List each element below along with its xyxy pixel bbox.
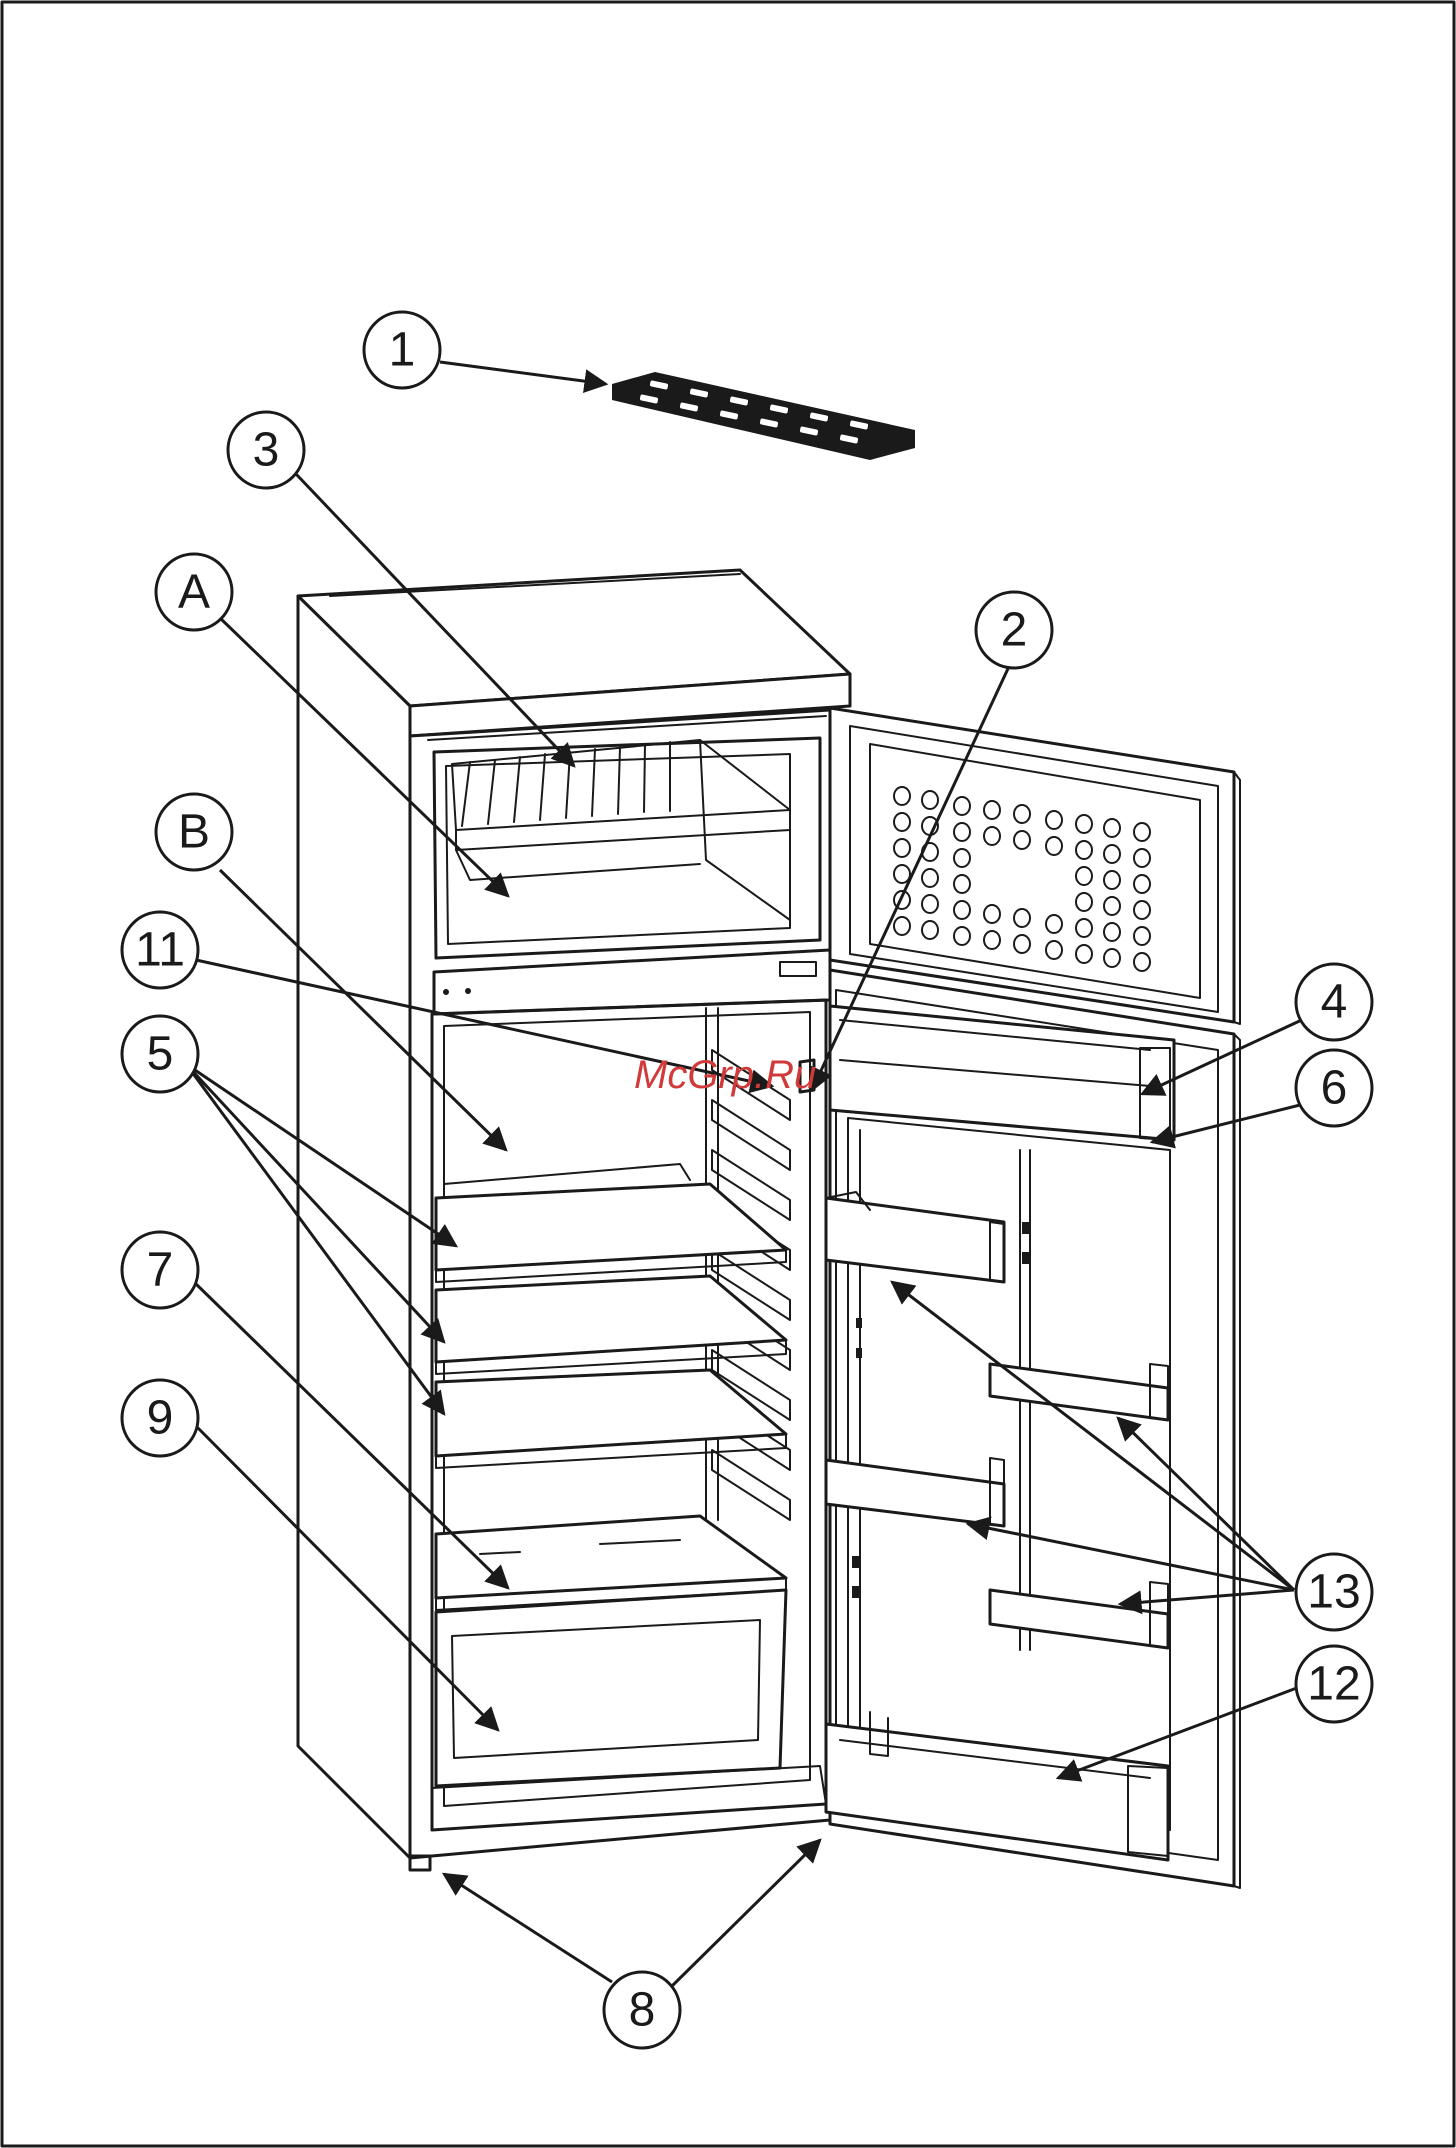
callout-13-label: 13 [1307, 1566, 1360, 1619]
watermark-text: McGrp.Ru [634, 1053, 816, 1097]
fridge-door [800, 708, 1240, 1888]
callout-2-label: 2 [1001, 604, 1028, 657]
callout-5-label: 5 [147, 1028, 174, 1081]
callout-12: 12 [1296, 1646, 1372, 1722]
callout-6-label: 6 [1321, 1062, 1348, 1115]
callout-13: 13 [1296, 1554, 1372, 1630]
callout-9: 9 [122, 1380, 198, 1456]
callout-B-label: B [178, 806, 210, 859]
callout-11-label: 11 [135, 924, 185, 977]
callout-A: A [156, 554, 232, 630]
callout-3-label: 3 [253, 424, 280, 477]
callout-9-label: 9 [147, 1392, 174, 1445]
callout-7-label: 7 [147, 1244, 174, 1297]
callout-4: 4 [1296, 964, 1372, 1040]
ice-tray [612, 372, 915, 460]
callout-5: 5 [122, 1016, 198, 1092]
callout-2: 2 [976, 592, 1052, 668]
callout-3: 3 [228, 412, 304, 488]
callout-12-label: 12 [1307, 1658, 1360, 1711]
callout-6: 6 [1296, 1050, 1372, 1126]
callout-7: 7 [122, 1232, 198, 1308]
callout-B: B [156, 794, 232, 870]
callout-8-label: 8 [629, 1984, 656, 2037]
callout-8: 8 [604, 1972, 680, 2048]
callout-1-label: 1 [389, 324, 416, 377]
callout-11: 11 [122, 912, 198, 988]
glass-shelves [436, 1184, 786, 1468]
callout-4-label: 4 [1321, 976, 1348, 1029]
callout-1: 1 [364, 312, 440, 388]
callout-A-label: A [178, 566, 210, 619]
